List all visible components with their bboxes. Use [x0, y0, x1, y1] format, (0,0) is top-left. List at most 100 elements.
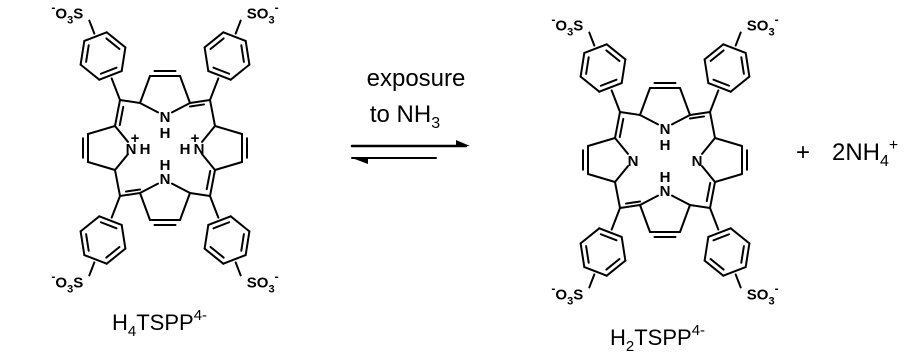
pyrrole-bond: [201, 153, 216, 171]
phenyl-double-bond: [212, 221, 231, 230]
positive-charge-label: +: [131, 130, 140, 147]
phenyl-bond: [598, 82, 623, 93]
phenyl-bond: [203, 247, 225, 265]
condition-line-2: to NH3: [370, 101, 440, 132]
sulfonate-label: SO3-: [247, 1, 279, 27]
pyrrole-bond: [671, 114, 691, 126]
meso-double-bond: [188, 103, 205, 108]
meso-double-bond: [688, 115, 705, 120]
phenyl-double-bond: [599, 78, 618, 87]
bond: [87, 161, 116, 171]
phenyl-double-bond: [709, 258, 725, 271]
phenyl-bond: [729, 227, 751, 245]
phenyl-bond: [222, 254, 247, 265]
bond: [119, 192, 141, 197]
phenyl-bond: [620, 235, 627, 262]
phenyl-double-bond: [740, 56, 745, 75]
bond: [209, 169, 216, 197]
phenyl-bond: [79, 215, 101, 233]
phenyl-bond: [729, 75, 751, 93]
phenyl-double-bond: [740, 245, 745, 264]
phenyl-bond: [583, 43, 608, 54]
phenyl-double-bond: [99, 221, 118, 230]
phenyl-link-bond: [610, 207, 621, 231]
bond: [619, 111, 641, 116]
phenyl-link-bond: [709, 89, 720, 113]
pyrrole-bond: [671, 194, 691, 206]
phenyl-double-bond: [105, 37, 121, 50]
sulfonate-label: SO3-: [747, 13, 779, 39]
phenyl-double-bond: [712, 78, 731, 87]
protonated-hydrogen-label: H: [140, 141, 151, 158]
phenyl-bond: [722, 43, 747, 54]
bond: [114, 99, 121, 127]
inner-hydrogen-label: H: [160, 157, 171, 174]
sulfonate-bond: [88, 261, 96, 277]
phenyl-bond: [598, 227, 623, 238]
bond: [209, 99, 216, 127]
bond: [139, 75, 151, 104]
positive-charge-label: +: [191, 130, 200, 147]
pyrrole-bond: [171, 182, 191, 194]
phenyl-bond: [244, 230, 251, 257]
phenyl-bond: [744, 242, 751, 269]
protonated-hydrogen-label: H: [180, 141, 191, 158]
phenyl-bond: [579, 75, 601, 93]
bond: [587, 173, 616, 183]
phenyl-link-bond: [709, 207, 720, 231]
pyrrole-bond: [701, 137, 716, 155]
pyrrole-bond: [614, 137, 629, 155]
phenyl-double-bond: [212, 66, 231, 75]
sulfonate-label: -O3S: [551, 13, 583, 39]
bond: [619, 204, 641, 209]
pyrrole-nitrogen-label: N: [160, 109, 171, 126]
bond: [689, 204, 711, 209]
phenyl-bond: [79, 63, 101, 81]
right-compound-name: H2TSPP4-: [610, 322, 705, 353]
phenyl-bond: [222, 31, 247, 42]
phenyl-bond: [703, 58, 710, 85]
phenyl-bond: [605, 43, 627, 61]
phenyl-bond: [579, 51, 586, 78]
phenyl-bond: [207, 215, 232, 226]
phenyl-bond: [703, 235, 710, 262]
bond: [614, 111, 621, 139]
phenyl-bond: [605, 259, 627, 277]
left-compound-name: H4TSPP4-: [112, 307, 207, 340]
phenyl-bond: [229, 63, 251, 81]
pyrrole-bond: [201, 125, 216, 143]
phenyl-link-bond: [209, 195, 220, 219]
bond: [714, 137, 743, 147]
phenyl-bond: [83, 31, 108, 42]
meso-double-bond: [125, 188, 142, 193]
bond: [587, 137, 616, 147]
equilibrium-arrows: [350, 140, 470, 164]
phenyl-bond: [579, 242, 586, 269]
bond: [709, 181, 716, 209]
meso-double-bond: [118, 105, 125, 127]
bond: [179, 192, 191, 221]
phenyl-double-bond: [585, 245, 590, 264]
meso-double-bond: [618, 117, 625, 139]
bond: [119, 99, 141, 104]
phenyl-bond: [244, 39, 251, 66]
meso-double-bond: [205, 169, 212, 191]
sulfonate-bond: [734, 31, 742, 47]
phenyl-bond: [105, 31, 127, 49]
phenyl-double-bond: [605, 49, 621, 62]
phenyl-bond: [203, 223, 210, 250]
meso-double-bond: [625, 200, 642, 205]
phenyl-bond: [203, 46, 210, 73]
inner-hydrogen-label: H: [660, 137, 671, 154]
phenyl-double-bond: [240, 44, 245, 63]
bond: [189, 99, 211, 104]
phenyl-bond: [105, 247, 127, 265]
pyrrole-bond: [139, 182, 159, 194]
bond: [709, 111, 716, 139]
pyrrole-bond: [639, 194, 659, 206]
sulfonate-label: -O3S: [51, 1, 83, 27]
condition-line-1: exposure: [367, 65, 466, 92]
bond: [714, 173, 743, 183]
